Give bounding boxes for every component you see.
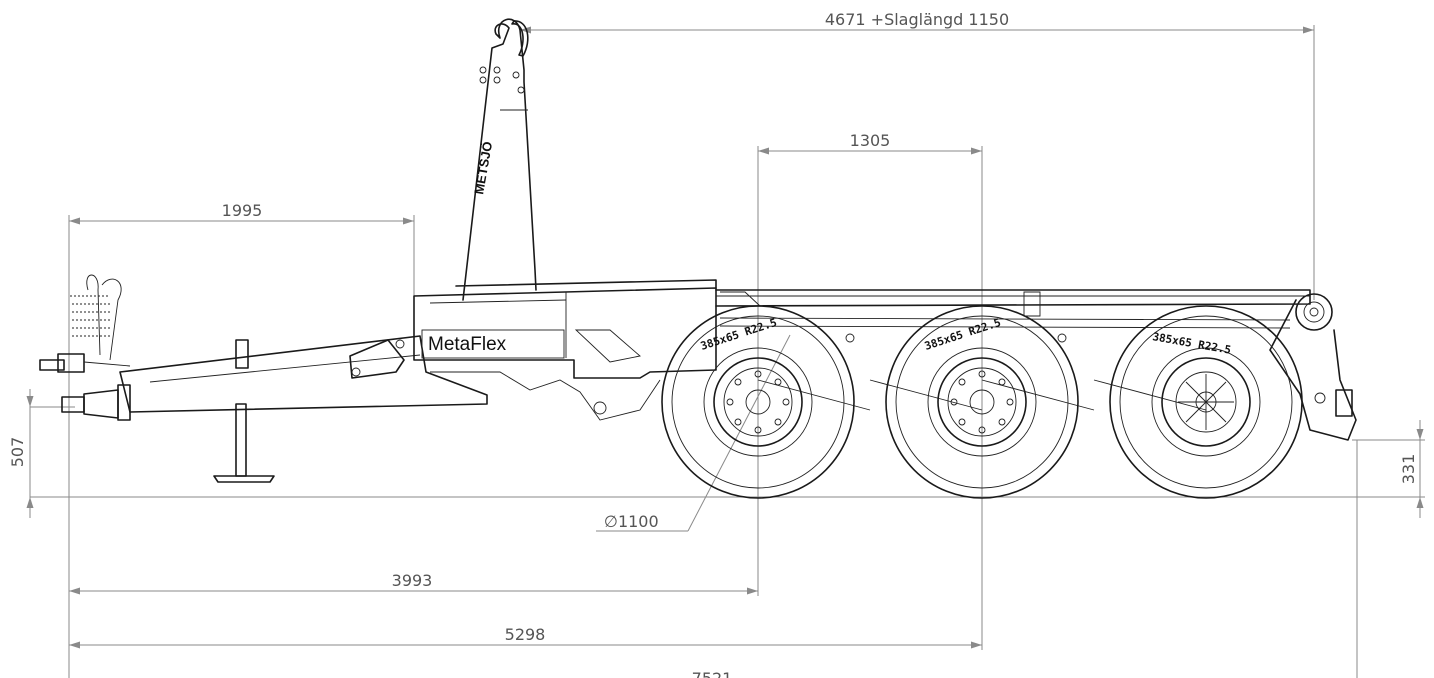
dim-axle-spacing: 1305 xyxy=(850,131,891,150)
tire-label-1: 385x65 R22.5 xyxy=(699,316,779,353)
parking-jack xyxy=(213,403,275,483)
tire-label-2: 385x65 R22.5 xyxy=(923,316,1003,353)
metaflex-brand: MetaFlex xyxy=(428,334,507,355)
dim-drawbar-to-hook: 1995 xyxy=(222,201,263,220)
dim-overall-length: 7521 xyxy=(692,669,733,678)
hook-arm xyxy=(462,18,537,301)
hook-tip xyxy=(511,20,529,57)
dim-stroke-length: 4671 +Slaglängd 1150 xyxy=(825,10,1009,29)
tire-label-3: 385x65 R22.5 xyxy=(1151,330,1232,357)
dim-eye-height: 507 xyxy=(8,437,27,468)
wheel-rear: 385x65 R22.5 xyxy=(1109,305,1303,499)
dimension-lines xyxy=(26,25,1425,678)
trailer-body: METSJÖ MetaFlex xyxy=(39,18,1357,483)
dim-to-axle-2: 5298 xyxy=(505,625,546,644)
main-frame-front xyxy=(413,287,717,379)
metsjo-logo: METSJÖ xyxy=(471,140,495,195)
dim-to-axle-1: 3993 xyxy=(392,571,433,590)
rear-roller-assembly xyxy=(1269,293,1357,441)
dimension-texts: 4671 +Slaglängd 1150 1305 1995 507 331 ∅… xyxy=(8,10,1418,678)
towing-eye xyxy=(61,396,85,413)
dim-wheel-diameter: ∅1100 xyxy=(604,512,659,531)
hydraulic-hose xyxy=(86,274,101,356)
dim-rear-height: 331 xyxy=(1399,454,1418,485)
